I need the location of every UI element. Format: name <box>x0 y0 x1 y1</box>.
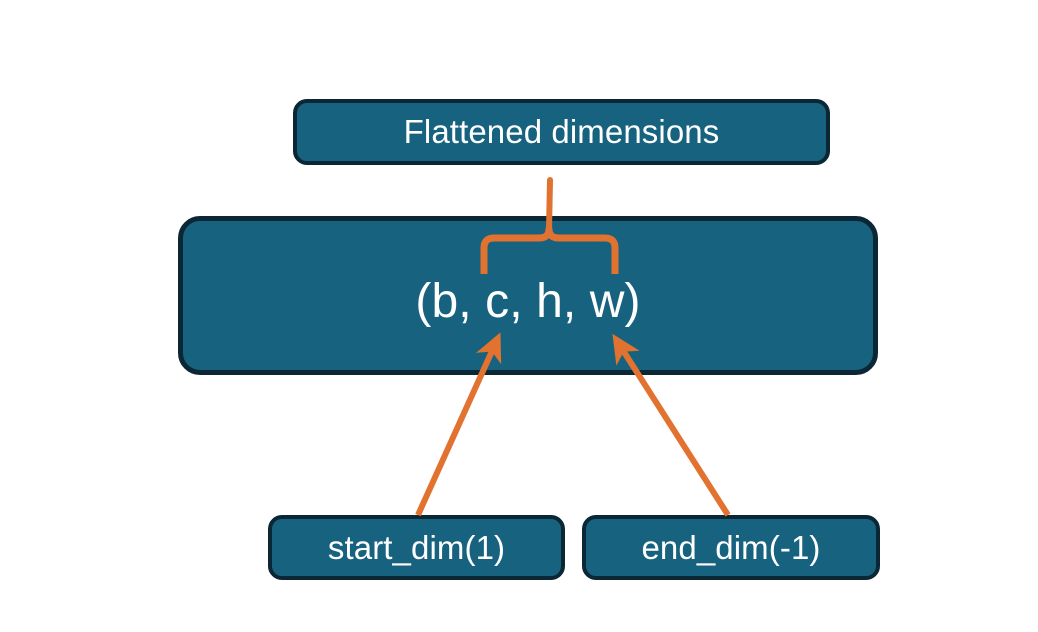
flattened-dimensions-label: Flattened dimensions <box>403 113 720 150</box>
flattened-dimensions-node[interactable]: Flattened dimensions <box>293 99 830 165</box>
tensor-shape-label: (b, c, h, w) <box>415 275 641 328</box>
tensor-shape-node[interactable]: (b, c, h, w) <box>178 216 878 375</box>
end-dim-label: end_dim(-1) <box>641 528 821 566</box>
end-dim-node[interactable]: end_dim(-1) <box>582 515 880 580</box>
start-dim-node[interactable]: start_dim(1) <box>268 515 565 580</box>
start-dim-label: start_dim(1) <box>327 528 506 566</box>
